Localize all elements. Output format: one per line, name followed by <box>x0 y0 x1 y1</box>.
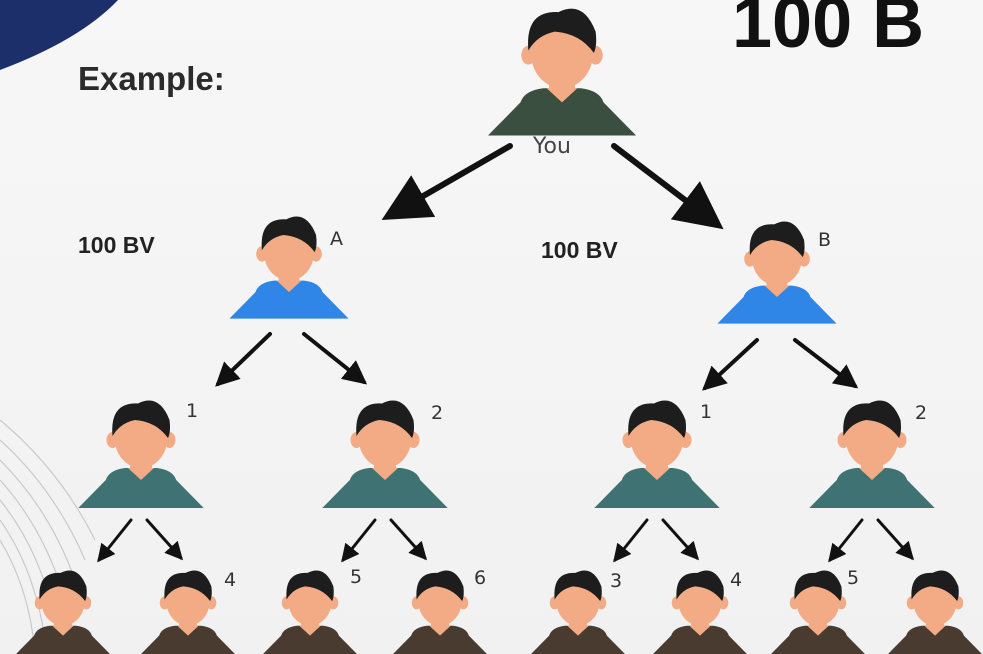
level3-label-6: 4 <box>730 569 743 591</box>
arrow-a-to-1 <box>215 332 272 387</box>
shirt-shape <box>263 625 357 654</box>
arrow-b-to-2 <box>793 338 859 389</box>
shirt-shape <box>16 625 110 654</box>
person-level3-4 <box>393 570 487 654</box>
shirt-shape <box>393 625 487 654</box>
collar-shape <box>299 625 321 636</box>
level3-label-5: 3 <box>610 570 623 592</box>
arrow-b-to-1 <box>702 338 759 391</box>
people-layer <box>16 8 982 654</box>
shirt-shape <box>322 468 448 508</box>
shirt-shape <box>531 625 625 654</box>
hair-shape <box>261 216 317 253</box>
page-title: 100 B <box>732 0 925 63</box>
arrow-level2-3-left <box>613 518 649 563</box>
collar-shape <box>764 285 790 297</box>
collar-shape <box>52 625 74 636</box>
arrow-level2-1-left <box>97 518 133 563</box>
hair-shape <box>286 570 334 602</box>
person-level2-2 <box>322 400 448 508</box>
arrow-level2-1-right <box>145 518 184 561</box>
level2-label-2: 2 <box>431 402 444 424</box>
person-level3-8 <box>888 570 982 654</box>
shirt-shape <box>594 468 720 508</box>
person-level3-7 <box>771 570 865 654</box>
shirt-shape <box>78 468 204 508</box>
collar-shape <box>689 625 711 636</box>
arrow-level2-3-right <box>661 518 700 561</box>
collar-shape <box>546 88 578 103</box>
hair-shape <box>554 570 602 602</box>
leg-b-bv-label: 100 BV <box>541 237 618 263</box>
person-level2-3 <box>594 400 720 508</box>
shirt-shape <box>487 88 637 136</box>
shirt-shape <box>771 625 865 654</box>
shirt-shape <box>653 625 747 654</box>
person-root-you <box>487 8 637 136</box>
leg-b-label: B <box>818 229 832 251</box>
person-leg-b <box>717 221 837 324</box>
collar-shape <box>924 625 946 636</box>
person-level3-3 <box>263 570 357 654</box>
arrow-level2-4-left <box>828 518 864 563</box>
arrow-root-to-a <box>381 143 513 220</box>
collar-shape <box>372 468 398 480</box>
person-level3-1 <box>16 570 110 654</box>
shirt-shape <box>888 625 982 654</box>
person-level2-4 <box>809 400 935 508</box>
hair-shape <box>911 570 959 602</box>
person-level3-2 <box>141 570 235 654</box>
hair-shape <box>39 570 87 602</box>
person-leg-a <box>229 216 349 319</box>
arrows-layer <box>97 143 915 563</box>
arrow-level2-2-left <box>341 518 377 563</box>
hair-shape <box>164 570 212 602</box>
collar-shape <box>276 280 302 292</box>
arrow-root-to-b <box>611 143 724 230</box>
arrow-level2-2-right <box>389 518 428 561</box>
hair-shape <box>676 570 724 602</box>
collar-shape <box>567 625 589 636</box>
hair-shape <box>416 570 464 602</box>
collar-shape <box>807 625 829 636</box>
shirt-shape <box>229 280 349 319</box>
hair-shape <box>356 400 414 438</box>
hair-shape <box>628 400 686 438</box>
hair-shape <box>749 221 805 258</box>
arrow-level2-4-right <box>876 518 915 561</box>
arrow-a-to-2 <box>302 332 368 385</box>
level2-label-1: 1 <box>186 400 199 422</box>
hair-shape <box>794 570 842 602</box>
leg-a-label: A <box>330 228 343 250</box>
level2-label-4: 2 <box>915 402 928 424</box>
collar-shape <box>644 468 670 480</box>
leg-a-bv-label: 100 BV <box>78 232 155 258</box>
person-level3-6 <box>653 570 747 654</box>
person-level3-5 <box>531 570 625 654</box>
level3-label-3: 5 <box>350 566 363 588</box>
root-label: You <box>533 134 571 159</box>
collar-shape <box>859 468 885 480</box>
collar-shape <box>177 625 199 636</box>
person-level2-1 <box>78 400 204 508</box>
hair-shape <box>843 400 901 438</box>
shirt-shape <box>141 625 235 654</box>
level3-label-2: 4 <box>224 569 237 591</box>
hair-shape <box>112 400 170 438</box>
hair-shape <box>528 8 597 53</box>
level3-label-4: 6 <box>474 567 487 589</box>
collar-shape <box>429 625 451 636</box>
corner-accent-shape <box>0 0 118 70</box>
collar-shape <box>128 468 154 480</box>
level2-label-3: 1 <box>700 401 713 423</box>
shirt-shape <box>809 468 935 508</box>
shirt-shape <box>717 285 837 324</box>
level3-label-7: 5 <box>847 567 860 589</box>
example-label: Example: <box>78 60 225 97</box>
